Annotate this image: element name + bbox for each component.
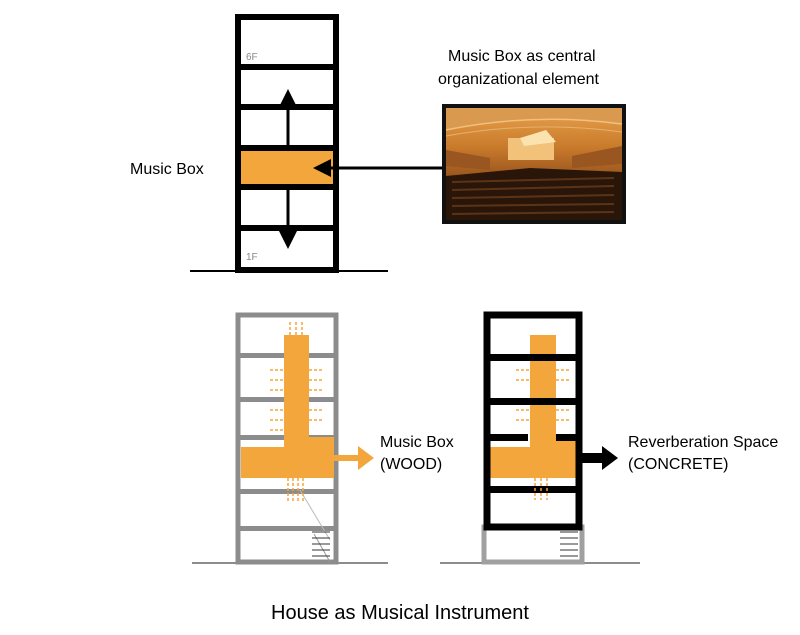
wood-arrow xyxy=(334,446,374,470)
concrete-arrow xyxy=(580,446,618,470)
floor-label-1f: 1F xyxy=(246,252,258,263)
wood-label-line2: (WOOD) xyxy=(380,456,443,473)
bottom-left-section xyxy=(192,312,388,565)
top-building-section xyxy=(190,14,446,273)
music-box-label: Music Box xyxy=(130,161,204,178)
figure-title: House as Musical Instrument xyxy=(271,602,529,624)
bl-music-box xyxy=(241,335,334,478)
bottom-right-section xyxy=(440,311,640,565)
floor-label-6f: 6F xyxy=(246,52,258,63)
br-building-frame xyxy=(483,311,583,531)
concrete-label-line2: (CONCRETE) xyxy=(628,456,729,473)
photo-caption-line1: Music Box as central xyxy=(448,48,596,65)
top-slab xyxy=(238,64,336,70)
photo-caption-line2: organizational element xyxy=(438,71,599,88)
concrete-label-line1: Reverberation Space xyxy=(628,434,779,451)
wood-label-line1: Music Box xyxy=(380,434,454,451)
top-building-frame xyxy=(235,14,339,273)
br-music-box xyxy=(488,335,580,478)
concert-hall-photo xyxy=(442,104,626,224)
